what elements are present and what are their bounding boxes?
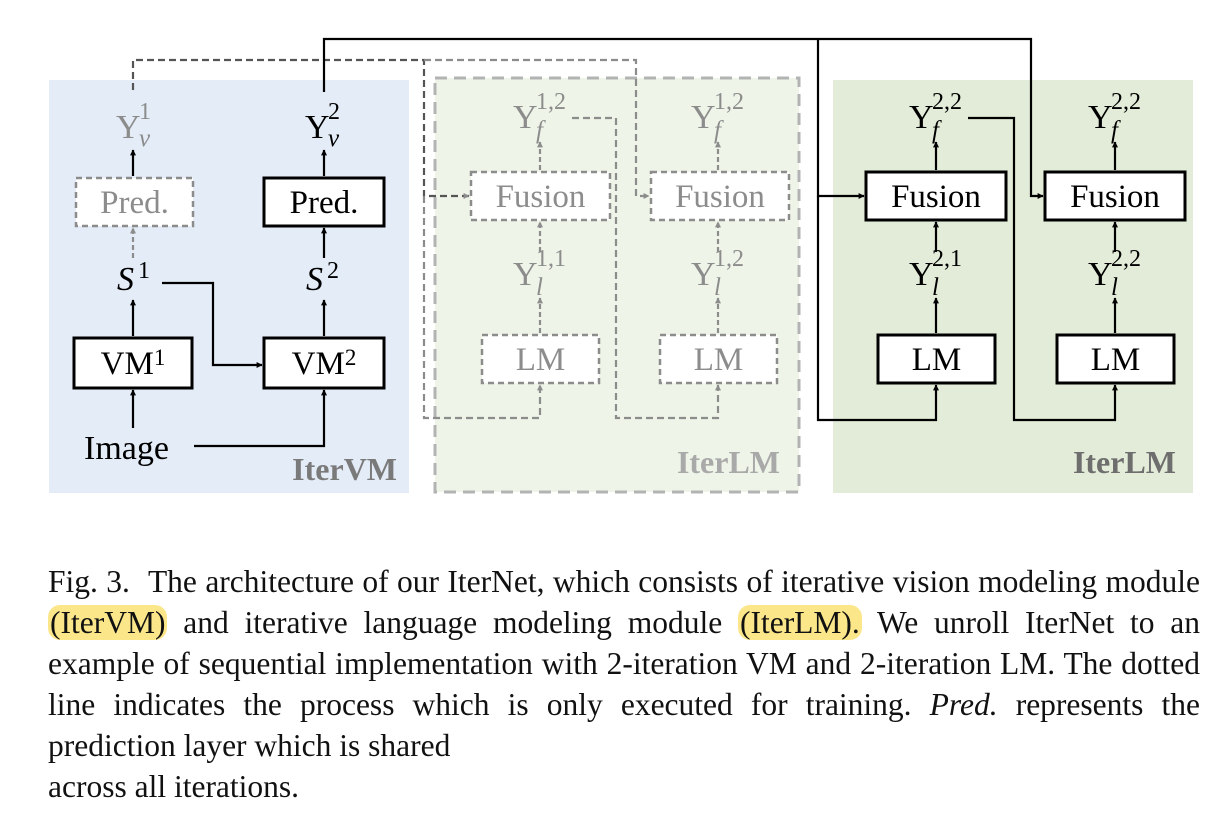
- vm-box-1: VM1: [72, 336, 194, 390]
- caption-pred-term: Pred.: [929, 687, 998, 722]
- svg-text:LM: LM: [912, 342, 962, 378]
- itervm-panel: [49, 80, 409, 493]
- caption-text-1: The architecture of our IterNet, which c…: [147, 564, 1200, 599]
- highlight-iterlm: (IterLM).: [737, 605, 862, 640]
- svg-text:LM: LM: [516, 342, 566, 378]
- vm-1-sup: 1: [154, 345, 166, 370]
- svg-text:Fusion: Fusion: [891, 179, 981, 215]
- svg-text:VM2: VM2: [292, 345, 357, 382]
- vm-1-base: VM: [101, 346, 154, 382]
- iterlm-training-label: IterLM: [677, 444, 780, 480]
- vm-box-2: VM2: [262, 336, 386, 390]
- svg-text:VM1: VM1: [101, 345, 166, 382]
- iterlm-label: IterLM: [1073, 444, 1176, 480]
- fusion-box-2: Fusion: [649, 170, 791, 222]
- svg-text:Fusion: Fusion: [1070, 179, 1160, 215]
- lm-box-2: LM: [658, 333, 779, 385]
- caption-text-4: represents the prediction layer which is…: [48, 687, 1200, 763]
- caption-text-5: across all iterations.: [48, 769, 300, 804]
- pred-box-1: Pred.: [74, 176, 195, 228]
- svg-text:Fusion: Fusion: [496, 179, 586, 215]
- figure-number: Fig. 3.: [48, 564, 130, 599]
- itervm-label: IterVM: [292, 451, 397, 487]
- lm-box-3: LM: [876, 333, 997, 385]
- figure-caption: Fig. 3. The architecture of our IterNet, …: [48, 561, 1200, 807]
- highlight-itervm: (IterVM): [48, 605, 168, 640]
- architecture-diagram: IterVM IterLM IterLM Pred. Pred. VM1 VM2…: [49, 37, 1193, 494]
- image-label: Image: [84, 430, 169, 467]
- caption-text-3: We unroll IterNet to an example of seque…: [48, 605, 1201, 722]
- fusion-box-3: Fusion: [864, 170, 1008, 222]
- svg-text:LM: LM: [694, 342, 744, 378]
- pred-box-2-label: Pred.: [290, 185, 359, 221]
- pred-box-2: Pred.: [262, 176, 386, 228]
- svg-text:Fusion: Fusion: [675, 179, 765, 215]
- svg-text:LM: LM: [1091, 342, 1141, 378]
- pred-box-1-label: Pred.: [100, 185, 169, 221]
- fusion-box-4: Fusion: [1043, 170, 1187, 222]
- caption-text-2: and iterative language modeling module: [167, 605, 738, 640]
- fusion-box-1: Fusion: [469, 170, 612, 222]
- vm-2-base: VM: [292, 346, 345, 382]
- vm-2-sup: 2: [345, 345, 357, 370]
- lm-box-1: LM: [480, 333, 601, 385]
- lm-box-4: LM: [1055, 333, 1176, 385]
